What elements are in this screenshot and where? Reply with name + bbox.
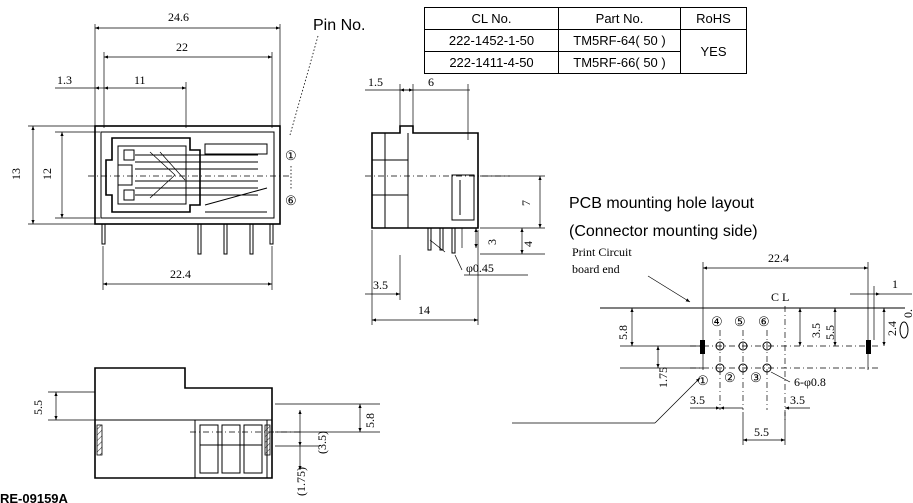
pcb-dim-3-5-right: 3.5 <box>809 323 823 338</box>
dim-3-5-bottom: (3.5) <box>315 431 329 454</box>
pcb-dim-1: 1 <box>892 277 898 291</box>
board-lock-left <box>700 340 705 354</box>
dim-6: 6 <box>428 75 434 89</box>
pcb-dim-3-5-mid: 3.5 <box>790 393 805 407</box>
pcb-dim-1-75: 1.75 <box>656 367 670 388</box>
side-view: 1.5 6 7 4 3 φ0.45 3.5 <box>365 75 545 325</box>
table-row: 222-1411-4-50 TM5RF-66( 50 ) <box>424 51 747 74</box>
print-circuit-label-2: board end <box>572 262 620 276</box>
dim-4: 4 <box>521 241 535 247</box>
pcb-dim-2-4: 2.4 <box>885 321 899 336</box>
pcb-layout-subtitle: (Connector mounting side) <box>569 223 758 240</box>
dim-1-3: 1.3 <box>57 73 72 87</box>
cl-no-cell: 222-1411-4-50 <box>424 51 559 74</box>
dim-14: 14 <box>418 303 430 317</box>
dim-7: 7 <box>519 200 533 206</box>
dim-22: 22 <box>176 40 188 54</box>
dim-12: 12 <box>40 168 54 180</box>
pin-label-2: ② <box>724 370 736 385</box>
pcb-dim-22-4: 22.4 <box>768 251 789 265</box>
pin-no-label: Pin No. <box>313 17 365 34</box>
dim-3-5-side: 3.5 <box>373 278 388 292</box>
connector-body <box>94 125 281 225</box>
pcb-dim-0: 0. <box>901 309 913 318</box>
print-circuit-label-1: Print Circuit <box>572 245 632 259</box>
dim-5-5-bottom: 5.5 <box>31 400 45 415</box>
rohs-cell: YES <box>680 29 747 74</box>
bottom-view: 5.5 5.8 (3.5) (1.75) <box>31 367 380 496</box>
pin-1-marker: ① <box>285 148 297 163</box>
pin-label-4: ④ <box>711 314 723 329</box>
board-lock-right <box>866 340 871 354</box>
contact-springs <box>135 151 258 199</box>
pin-diameter-label: φ0.45 <box>466 261 494 275</box>
side-body <box>371 125 479 229</box>
bottom-body <box>94 367 273 479</box>
hole-diameter-label: 6-φ0.8 <box>794 375 826 389</box>
dim-1-75-bottom: (1.75) <box>294 467 308 496</box>
solder-pins <box>101 223 274 255</box>
pcb-dim-5-5-right: 5.5 <box>823 325 837 340</box>
center-line-label: C L <box>771 290 789 304</box>
pin-label-3: ③ <box>750 370 762 385</box>
pcb-dim-5-5-bottom: 5.5 <box>754 425 769 439</box>
dim-1-5: 1.5 <box>368 75 383 89</box>
pcb-dim-3-5-left: 3.5 <box>690 393 705 407</box>
pcb-dim-5-8: 5.8 <box>616 325 630 340</box>
dim-24-6: 24.6 <box>168 10 189 24</box>
pcb-layout: PCB mounting hole layout (Connector moun… <box>512 195 913 445</box>
part-no-cell: TM5RF-64( 50 ) <box>558 29 681 52</box>
mounting-holes <box>715 341 772 373</box>
part-no-cell: TM5RF-66( 50 ) <box>558 51 681 74</box>
dim-13: 13 <box>9 168 23 180</box>
pin-label-6: ⑥ <box>758 314 770 329</box>
dim-11: 11 <box>134 73 146 87</box>
pcb-layout-title: PCB mounting hole layout <box>569 195 755 212</box>
spec-table: CL No. Part No. RoHS 222-1452-1-50 TM5RF… <box>424 7 747 74</box>
pin-6-marker: ⑥ <box>285 193 297 208</box>
drawing-number-fragment: RE-09159A <box>0 491 69 503</box>
dim-5-8-bottom: 5.8 <box>363 413 377 428</box>
pin-label-5: ⑤ <box>734 314 746 329</box>
pin-label-1: ① <box>697 373 709 388</box>
dim-22-4: 22.4 <box>170 267 191 281</box>
table-row: 222-1452-1-50 TM5RF-64( 50 ) YES <box>424 29 747 74</box>
front-view: 24.6 22 1.3 11 13 12 <box>9 10 365 290</box>
dim-3: 3 <box>485 239 499 245</box>
